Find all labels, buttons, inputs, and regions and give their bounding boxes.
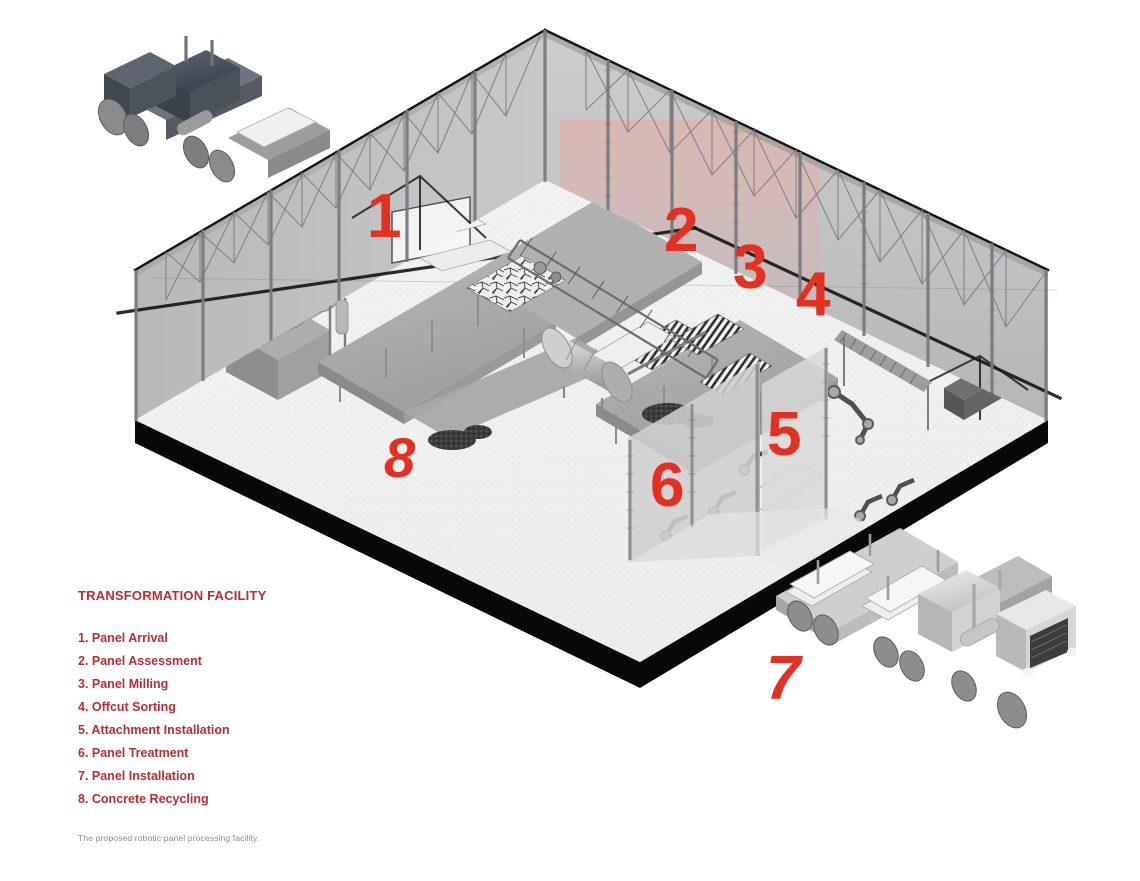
legend-item-4: 4. Offcut Sorting [78, 700, 176, 714]
interior-partitions [626, 346, 838, 562]
diagram-numeral-6: 6 [650, 451, 685, 520]
figure-caption: The proposed robotic panel processing fa… [78, 833, 260, 843]
legend-item-3: 3. Panel Milling [78, 677, 169, 691]
legend-title: TRANSFORMATION FACILITY [78, 588, 267, 603]
legend-item-2: 2. Panel Assessment [78, 654, 202, 668]
dispatch-dock [760, 508, 886, 582]
mixer-drum [541, 327, 707, 410]
milling-gantry [507, 237, 719, 379]
legend-item-7: 7. Panel Installation [78, 769, 195, 783]
diagram-numeral-3: 3 [733, 233, 768, 302]
diagram-numeral-8: 8 [384, 426, 416, 489]
diagram-numeral-4: 4 [796, 260, 831, 329]
column-lacing [604, 69, 996, 383]
legend-item-1: 1. Panel Arrival [78, 631, 168, 645]
legend-item-6: 6. Panel Treatment [78, 746, 189, 760]
legend-item-8: 8. Concrete Recycling [78, 792, 209, 806]
intake-door-opening [392, 197, 470, 263]
truck-intake-dark [97, 36, 330, 183]
roof-truss-right [585, 49, 1047, 329]
legend-list: 1. Panel Arrival 2. Panel Assessment 3. … [78, 627, 408, 811]
diagram-numeral-2: 2 [664, 196, 699, 265]
diagram-numeral-5: 5 [767, 400, 802, 469]
structural-columns [134, 30, 1048, 421]
truck-dispatch-light [776, 528, 1077, 729]
legend-block: TRANSFORMATION FACILITY 1. Panel Arrival… [78, 588, 408, 843]
diagram-numeral-7: 7 [766, 644, 801, 713]
diagram-numeral-1: 1 [367, 182, 402, 251]
legend-item-5: 5. Attachment Installation [78, 723, 230, 737]
milled-panel-b [671, 313, 745, 356]
